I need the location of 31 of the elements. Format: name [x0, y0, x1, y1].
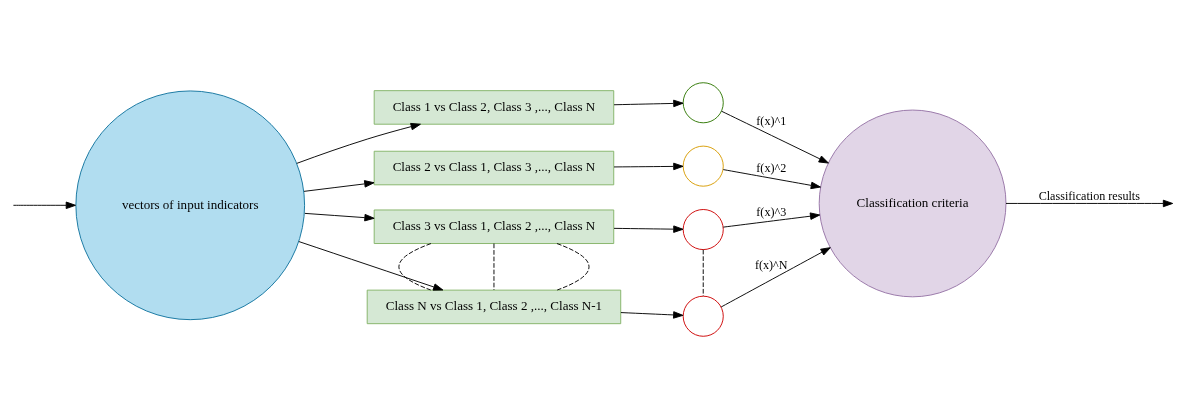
arrow: [303, 179, 375, 192]
node-box: Class N vs Class 1, Class 2 ,..., Class N-1: [366, 289, 622, 324]
edge-label: f(x)^2: [756, 160, 787, 175]
edge-label: f(x)^N: [754, 257, 788, 272]
arrow: [296, 122, 421, 164]
arrow: [298, 240, 444, 291]
connector: [556, 242, 590, 290]
node-box: Class 1 vs Class 2, Class 3 ,..., Class N: [373, 89, 615, 125]
node-box: Class 3 vs Class 1, Class 2 ,..., Class N: [373, 209, 615, 244]
node-circle: [682, 81, 724, 123]
edge-label: Classification results: [1038, 188, 1140, 203]
edge-label: f(x)^3: [756, 204, 787, 219]
connector: [702, 248, 704, 296]
connector: [398, 242, 432, 290]
arrow: [720, 246, 831, 307]
node-circle: [682, 208, 724, 250]
arrow: [721, 110, 829, 164]
arrow: [304, 212, 375, 221]
arrow: [613, 99, 684, 107]
arrow: [620, 310, 684, 319]
node-circle: [682, 145, 724, 187]
arrow: [613, 224, 684, 233]
arrow: [722, 211, 821, 228]
arrow: [12, 201, 76, 209]
node-circle: vectors of input indicators: [75, 90, 306, 320]
edge-label: f(x)^1: [756, 113, 787, 128]
node-box: Class 2 vs Class 1, Class 3 ,..., Class N: [373, 150, 615, 185]
arrow: [1005, 199, 1174, 207]
arrow: [722, 168, 821, 189]
node-circle: [682, 295, 724, 337]
arrow: [613, 162, 684, 170]
